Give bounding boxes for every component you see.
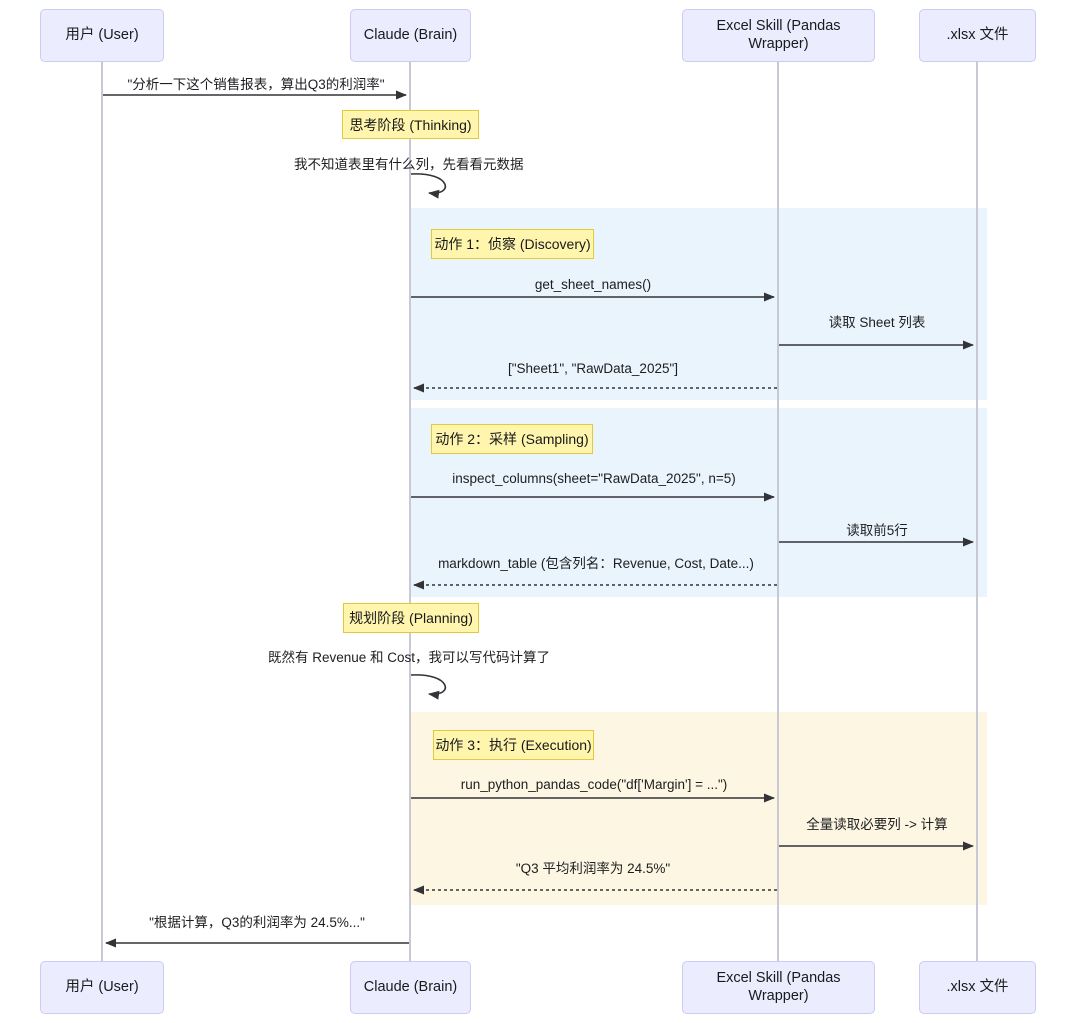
message-selfloop-m9 bbox=[410, 674, 447, 700]
note-label: 动作 1：侦察 (Discovery) bbox=[434, 236, 591, 252]
note-label: 动作 3：执行 (Execution) bbox=[435, 737, 592, 753]
note-thinking: 思考阶段 (Thinking) bbox=[342, 110, 479, 139]
participant-label: Claude (Brain) bbox=[363, 26, 458, 43]
message-label-m4: 读取 Sheet 列表 bbox=[828, 315, 926, 330]
participant-user-top[interactable]: 用户 (User) bbox=[40, 9, 164, 62]
participant-skill-bottom[interactable]: Excel Skill (Pandas Wrapper) bbox=[682, 961, 875, 1014]
participant-label: 用户 (User) bbox=[65, 978, 139, 995]
message-label-m9: 既然有 Revenue 和 Cost，我可以写代码计算了 bbox=[268, 650, 551, 665]
message-label-m2: 我不知道表里有什么列，先看看元数据 bbox=[294, 157, 524, 172]
participant-skill-top[interactable]: Excel Skill (Pandas Wrapper) bbox=[682, 9, 875, 62]
note-discovery: 动作 1：侦察 (Discovery) bbox=[431, 229, 594, 259]
note-sampling: 动作 2：采样 (Sampling) bbox=[431, 424, 593, 454]
participant-file-top[interactable]: .xlsx 文件 bbox=[919, 9, 1036, 62]
message-label-m13: "根据计算，Q3的利润率为 24.5%..." bbox=[149, 915, 365, 930]
message-label-m11: 全量读取必要列 -> 计算 bbox=[806, 817, 948, 832]
note-label: 动作 2：采样 (Sampling) bbox=[435, 431, 589, 447]
message-label-m6: inspect_columns(sheet="RawData_2025", n=… bbox=[452, 471, 736, 486]
message-label-m12: "Q3 平均利润率为 24.5%" bbox=[515, 861, 671, 876]
participant-label: .xlsx 文件 bbox=[946, 26, 1009, 43]
participant-label: Claude (Brain) bbox=[363, 978, 458, 995]
participant-label: Excel Skill (Pandas Wrapper) bbox=[716, 18, 841, 52]
participant-user-bottom[interactable]: 用户 (User) bbox=[40, 961, 164, 1014]
participant-label: Excel Skill (Pandas Wrapper) bbox=[716, 970, 841, 1004]
participant-label: 用户 (User) bbox=[65, 26, 139, 43]
note-execution: 动作 3：执行 (Execution) bbox=[433, 730, 594, 760]
message-label-m8: markdown_table (包含列名：Revenue, Cost, Date… bbox=[438, 556, 754, 571]
participant-claude-top[interactable]: Claude (Brain) bbox=[350, 9, 471, 62]
message-label-m5: ["Sheet1", "RawData_2025"] bbox=[507, 361, 679, 376]
message-label-m7: 读取前5行 bbox=[846, 523, 908, 538]
note-planning: 规划阶段 (Planning) bbox=[343, 603, 479, 633]
participant-claude-bottom[interactable]: Claude (Brain) bbox=[350, 961, 471, 1014]
note-label: 思考阶段 (Thinking) bbox=[349, 116, 472, 133]
note-label: 规划阶段 (Planning) bbox=[349, 610, 473, 626]
message-label-m1: "分析一下这个销售报表，算出Q3的利润率" bbox=[127, 77, 385, 92]
message-label-m10: run_python_pandas_code("df['Margin'] = .… bbox=[460, 777, 728, 792]
message-label-m3: get_sheet_names() bbox=[534, 277, 652, 292]
participant-file-bottom[interactable]: .xlsx 文件 bbox=[919, 961, 1036, 1014]
message-selfloop-m2 bbox=[410, 173, 447, 199]
participant-label: .xlsx 文件 bbox=[946, 978, 1009, 995]
